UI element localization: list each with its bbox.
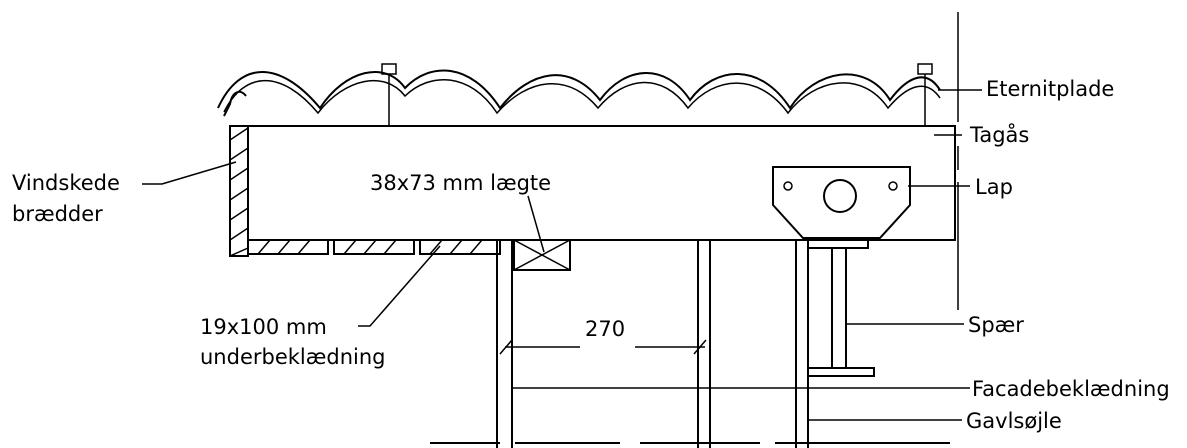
label-vindskede-line1: Vindskede: [12, 171, 120, 195]
laegte-batten: [513, 239, 571, 271]
label-facadebeklaedning: Facadebeklædning: [972, 377, 1170, 401]
underbeklaedning-boards: [247, 239, 501, 255]
dimension-270: [499, 339, 707, 355]
label-eternitplade: Eternitplade: [986, 77, 1114, 101]
facade-cladding: [496, 240, 809, 448]
sheet-edge-hook: [223, 90, 247, 117]
label-underbeklaedning-line1: 19x100 mm: [200, 315, 327, 339]
tagas-beam: [247, 125, 956, 241]
label-laegte: 38x73 mm lægte: [370, 171, 551, 195]
fixing-screw-left: [381, 63, 397, 126]
leader-underbeklaedning: [358, 245, 441, 327]
lap-plate: [772, 166, 911, 239]
leader-laegte: [527, 195, 545, 253]
eternit-corrugated-sheet-inner: [223, 78, 941, 115]
leader-vindskede: [142, 161, 237, 185]
eternit-corrugated-sheet: [217, 69, 941, 110]
vindskede-boards: [229, 125, 249, 257]
label-underbeklaedning-line2: underbeklædning: [200, 345, 385, 369]
label-lap: Lap: [975, 175, 1013, 199]
label-vindskede-line2: brædder: [12, 202, 103, 226]
label-dimension-270: 270: [585, 317, 625, 341]
fixing-screw-right: [917, 63, 933, 126]
label-tagas: Tagås: [969, 122, 1029, 147]
spaer-i-beam: [807, 239, 875, 377]
label-gavlsojle: Gavlsøjle: [966, 409, 1062, 433]
label-sper: Spær: [968, 313, 1024, 337]
